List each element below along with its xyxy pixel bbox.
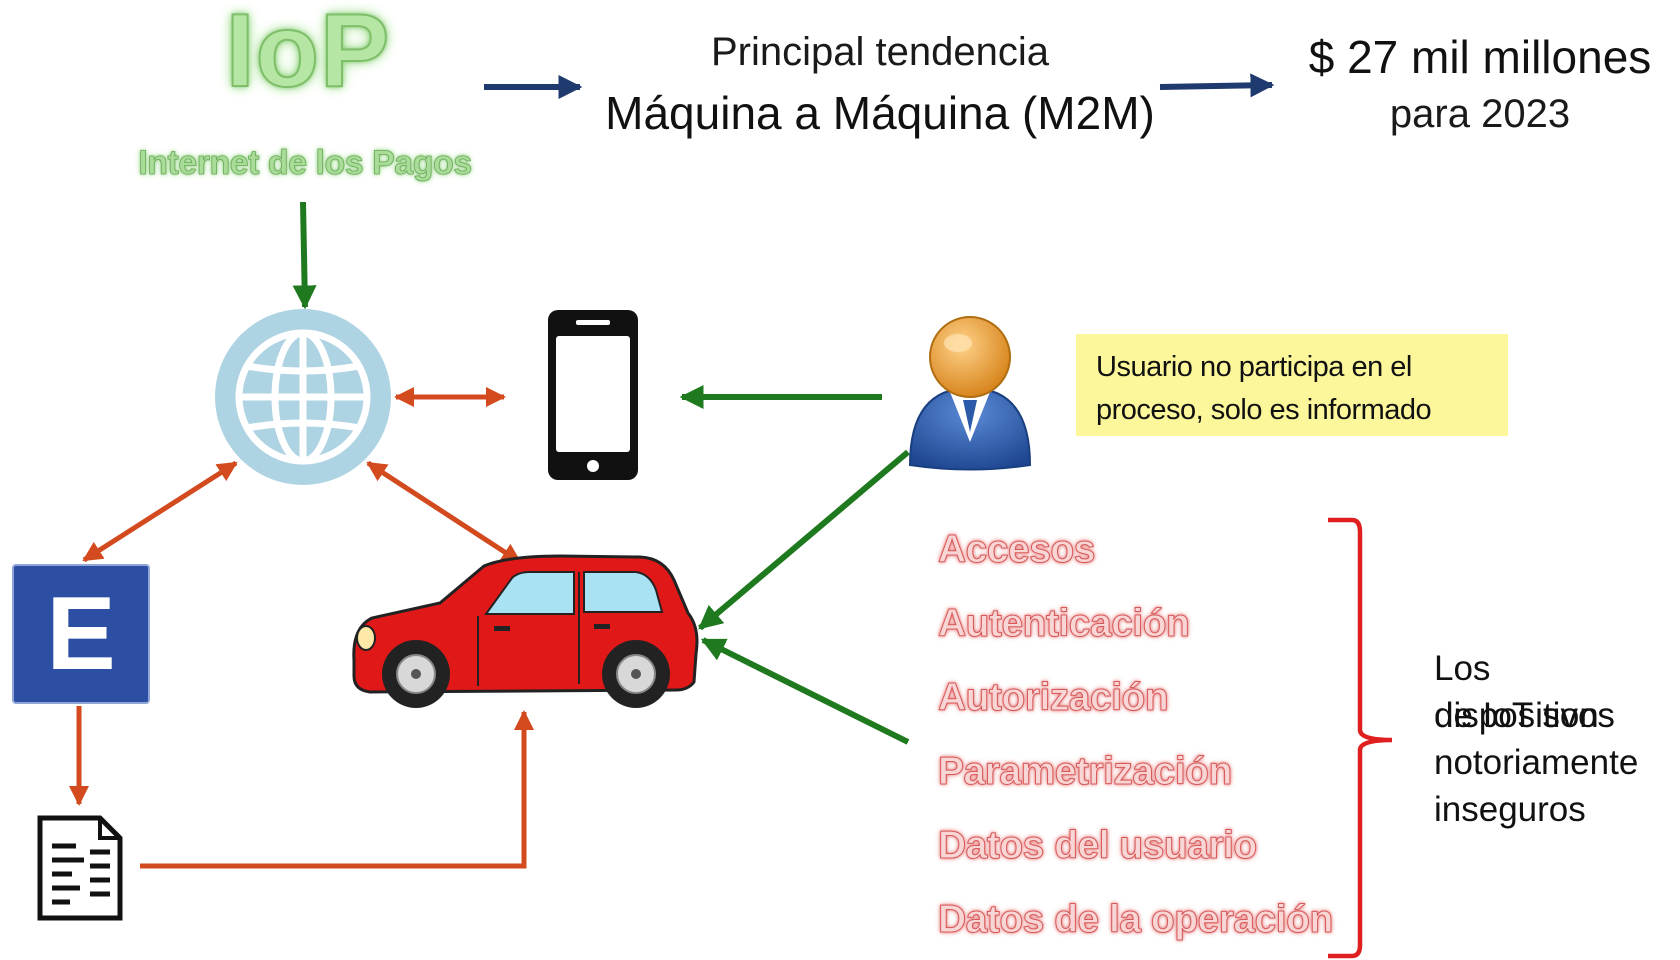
security-item-parametrizacion: Parametrización [938,750,1233,794]
arrow-user-to-car [698,449,910,631]
car-icon [352,554,699,708]
user-note: Usuario no participa en el proceso, solo… [1076,334,1508,436]
security-item-datos-operacion: Datos de la operación [938,898,1334,942]
market-amount: $ 27 mil millones [1308,31,1652,83]
iop-subtitle: Internet de los Pagos [138,144,473,183]
security-item-accesos: Accesos [938,528,1096,572]
arrow-security-to-car [700,637,910,745]
user-icon [908,316,1032,471]
iot-statement-line: notoriamente [1434,743,1639,782]
security-item-autorizacion: Autorización [938,676,1170,720]
arrow-trend-to-market [1159,73,1275,98]
trend-main: Máquina a Máquina (M2M) [605,87,1155,139]
iot-statement-line: de IoT son [1434,696,1599,735]
arrow-iop-to-globe [292,201,317,310]
arrow-globe-car [366,460,522,565]
smartphone-icon [548,310,638,480]
arrow-globe-sign [82,460,238,563]
arrow-document-to-car [140,710,534,869]
globe-icon [215,309,391,485]
iop-title: IoP [225,0,391,109]
market-year: para 2023 [1389,92,1571,136]
security-item-datos-usuario: Datos del usuario [938,824,1258,868]
iot-statement-line: Los dispositivos [1434,649,1615,735]
security-brace [1328,517,1393,959]
trend-caption: Principal tendencia [711,30,1049,74]
security-item-autenticacion: Autenticación [938,602,1191,646]
document-icon [37,815,123,921]
iot-statement-line: inseguros [1434,790,1586,829]
parking-sign-icon: E [12,564,150,704]
